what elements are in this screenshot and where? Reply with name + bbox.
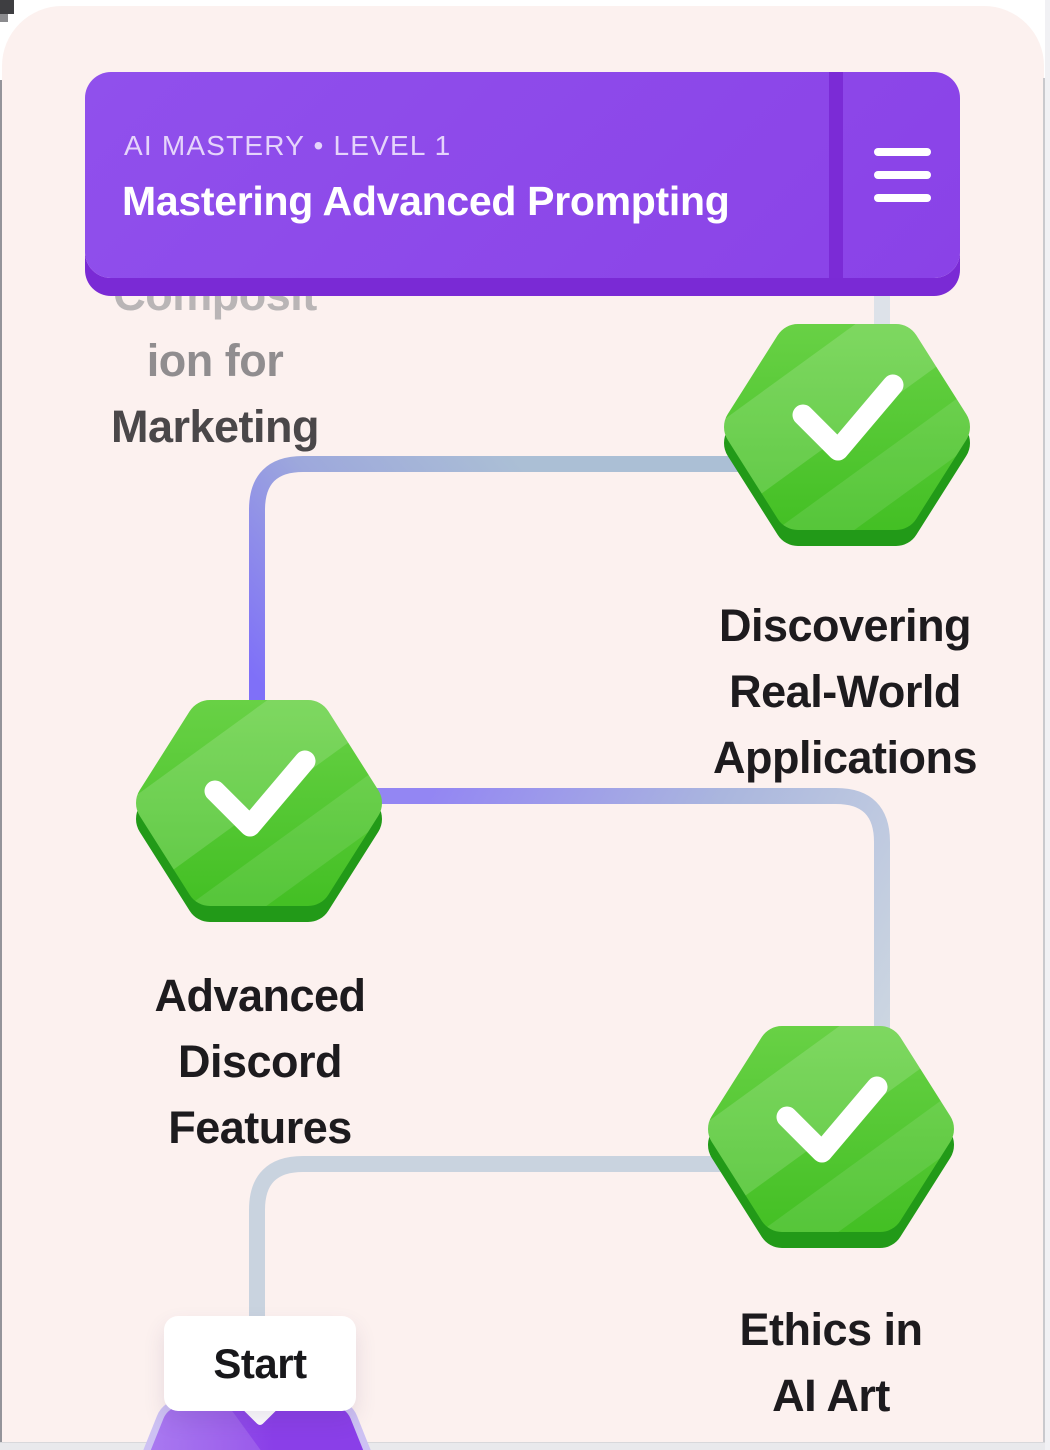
node-advanced-discord-features[interactable]: [134, 690, 384, 935]
label-line: Ethics in: [739, 1304, 923, 1355]
completed-hexagon-icon: [134, 690, 384, 935]
start-tooltip-label: Start: [213, 1339, 307, 1387]
label-line: Marketing: [110, 401, 320, 452]
label-line: Discord: [177, 1036, 343, 1087]
path-segment-advanced-to-ethics: [362, 788, 890, 1042]
menu-button[interactable]: [845, 72, 960, 278]
label-line: ion for: [146, 335, 284, 386]
node-label-advanced-discord-features: Advanced Discord Features: [85, 963, 435, 1161]
completed-hexagon-icon: [706, 1016, 956, 1261]
course-header: AI MASTERY • LEVEL 1 Mastering Advanced …: [85, 72, 960, 278]
node-label-ethics-in-ai-art: Ethics in AI Art: [656, 1297, 1006, 1429]
node-ethics-in-ai-art[interactable]: [706, 1016, 956, 1261]
hamburger-icon: [874, 194, 931, 202]
course-title: Mastering Advanced Prompting: [122, 178, 730, 224]
start-tooltip[interactable]: Start: [164, 1316, 356, 1411]
path-segment-ethics-to-start: [249, 1156, 758, 1324]
label-line: Applications: [712, 732, 978, 783]
label-line: Advanced: [154, 970, 366, 1021]
label-line: AI Art: [772, 1370, 890, 1421]
screen-corner-artifact: [0, 0, 14, 14]
path-segment-discovering-to-advanced: [249, 456, 755, 712]
node-discovering-real-world-applications[interactable]: [722, 314, 972, 559]
label-line: Discovering: [718, 600, 972, 651]
label-line: Real-World: [729, 666, 961, 717]
screen-right-margin: [1045, 0, 1050, 1450]
hamburger-icon: [874, 148, 931, 156]
screen-corner-artifact-2: [0, 14, 8, 22]
hamburger-icon: [874, 171, 931, 179]
course-eyebrow: AI MASTERY • LEVEL 1: [124, 130, 452, 161]
card-right-edge: [1043, 78, 1045, 1442]
node-label-discovering-real-world-applications: Discovering Real-World Applications: [670, 593, 1020, 791]
completed-hexagon-icon: [722, 314, 972, 559]
card-left-edge: [0, 80, 3, 1442]
label-line: Features: [168, 1102, 352, 1153]
header-divider: [829, 72, 843, 278]
card-bottom-edge: [0, 1442, 1050, 1450]
